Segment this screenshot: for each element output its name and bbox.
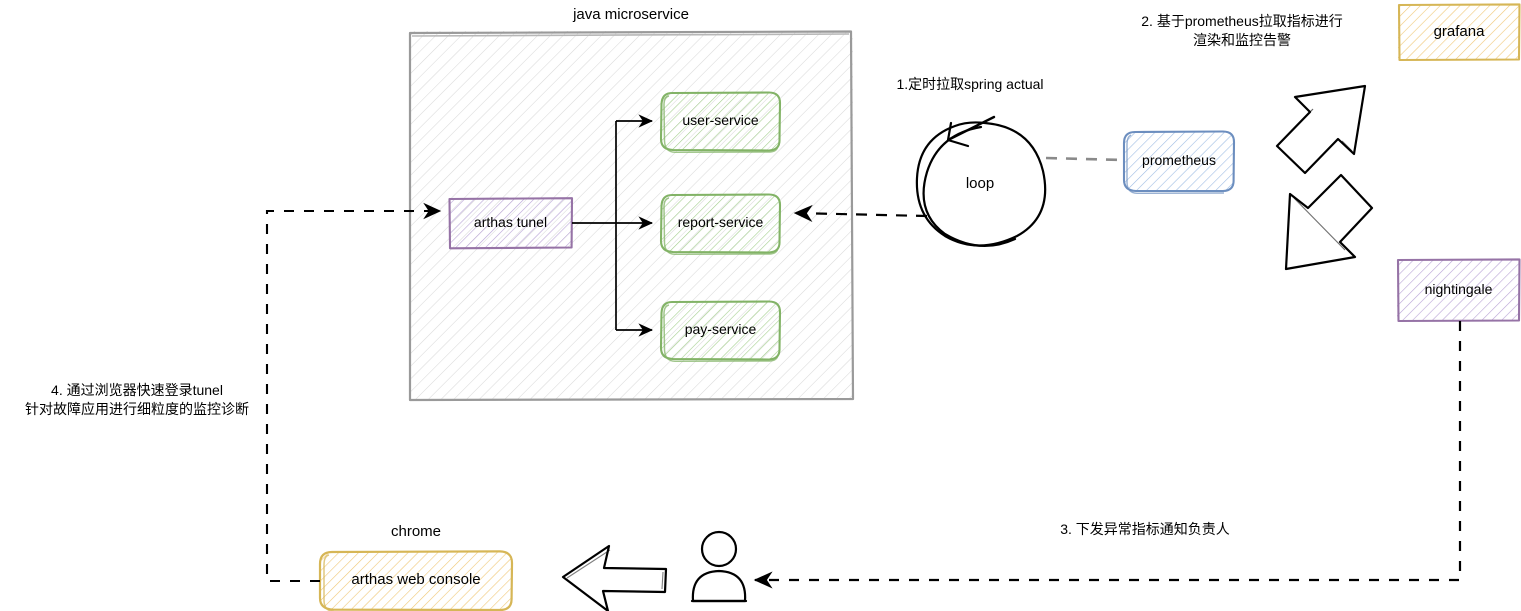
node-label-pay-service: pay-service bbox=[684, 321, 757, 338]
node-label-grafana: grafana bbox=[1433, 22, 1485, 40]
service-tree-connectors bbox=[572, 114, 654, 337]
step-1-caption: 1.定时拉取spring actual bbox=[896, 76, 1044, 92]
step-4-caption: 4. 通过浏览器快速登录tunel 针对故障应用进行细粒度的监控诊断 bbox=[25, 382, 249, 417]
edge-nightingale-to-person bbox=[753, 321, 1462, 589]
container-title: java microservice bbox=[573, 5, 689, 23]
block-arrow-left-icon bbox=[561, 544, 668, 611]
block-arrow-up-right-icon bbox=[1275, 84, 1367, 175]
node-label-user-service: user-service bbox=[682, 112, 759, 129]
edge-loop-to-report-service bbox=[793, 204, 928, 222]
node-label-loop: loop bbox=[965, 174, 995, 192]
chrome-label: chrome bbox=[390, 522, 442, 540]
node-label-nightingale: nightingale bbox=[1424, 281, 1493, 298]
node-label-prometheus: prometheus bbox=[1142, 152, 1216, 169]
node-label-arthas-web-console: arthas web console bbox=[351, 571, 481, 589]
block-arrow-down-right-icon bbox=[1284, 173, 1374, 271]
node-label-report-service: report-service bbox=[677, 214, 764, 231]
step-3-caption: 3. 下发异常指标通知负责人 bbox=[1060, 521, 1230, 537]
person-actor-icon bbox=[690, 530, 748, 603]
node-label-arthas-tunel: arthas tunel bbox=[473, 214, 548, 231]
step-2-caption: 2. 基于prometheus拉取指标进行 渲染和监控告警 bbox=[1141, 13, 1343, 48]
edge-loop-to-prometheus bbox=[1045, 156, 1125, 162]
